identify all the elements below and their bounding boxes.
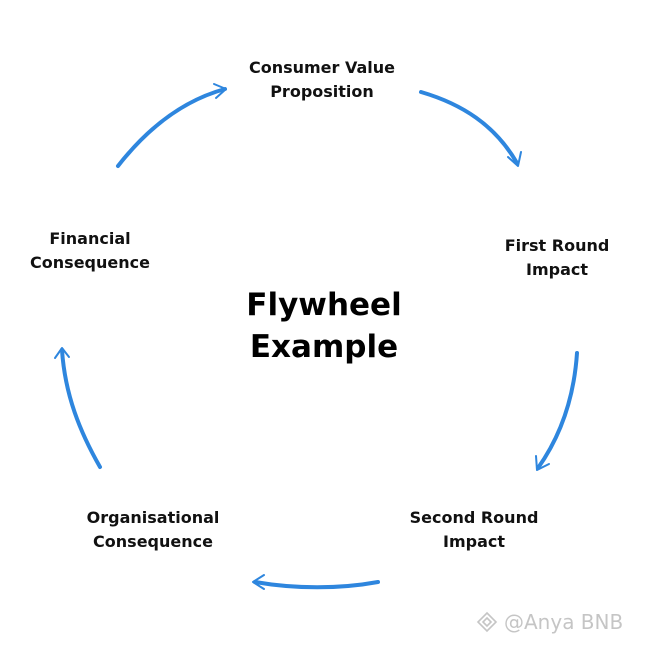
node-financial-consequence: Financial Consequence xyxy=(30,227,150,275)
arrow-head-first-to-second xyxy=(535,455,550,471)
node-label-line2: Proposition xyxy=(270,82,374,101)
arrow-head-financial-to-value xyxy=(213,83,227,99)
arrow-financial-to-value xyxy=(116,87,227,168)
node-label-line2: Impact xyxy=(525,260,588,279)
node-label-line1: Financial xyxy=(49,229,131,248)
node-second-round-impact: Second Round Impact xyxy=(410,506,539,554)
arrow-first-to-second xyxy=(536,351,579,470)
diagram-title: Flywheel Example xyxy=(246,284,401,368)
arrow-head-organisational-to-financial xyxy=(54,347,70,359)
node-label-line2: Consequence xyxy=(30,253,150,272)
arrow-value-to-first xyxy=(419,90,519,165)
node-label-line2: Consequence xyxy=(93,532,213,551)
node-consumer-value-proposition: Consumer Value Proposition xyxy=(249,56,395,104)
node-label-line1: Consumer Value xyxy=(248,58,396,77)
node-organisational-consequence: Organisational Consequence xyxy=(87,506,220,554)
arrow-head-value-to-first xyxy=(507,151,522,167)
watermark-text: @Anya BNB xyxy=(504,610,624,634)
arrow-organisational-to-financial xyxy=(60,348,102,469)
arrow-head-second-to-organisational xyxy=(252,574,265,590)
title-line2: Example xyxy=(249,329,399,365)
watermark: @Anya BNB xyxy=(476,610,623,634)
node-first-round-impact: First Round Impact xyxy=(505,234,610,282)
node-label-line2: Impact xyxy=(442,532,505,551)
node-label-line1: First Round xyxy=(504,236,610,255)
arrow-second-to-organisational xyxy=(253,580,380,590)
title-line1: Flywheel xyxy=(246,287,402,323)
node-label-line1: Organisational xyxy=(86,508,220,527)
binance-diamond-icon xyxy=(476,611,498,633)
node-label-line1: Second Round xyxy=(409,508,539,527)
